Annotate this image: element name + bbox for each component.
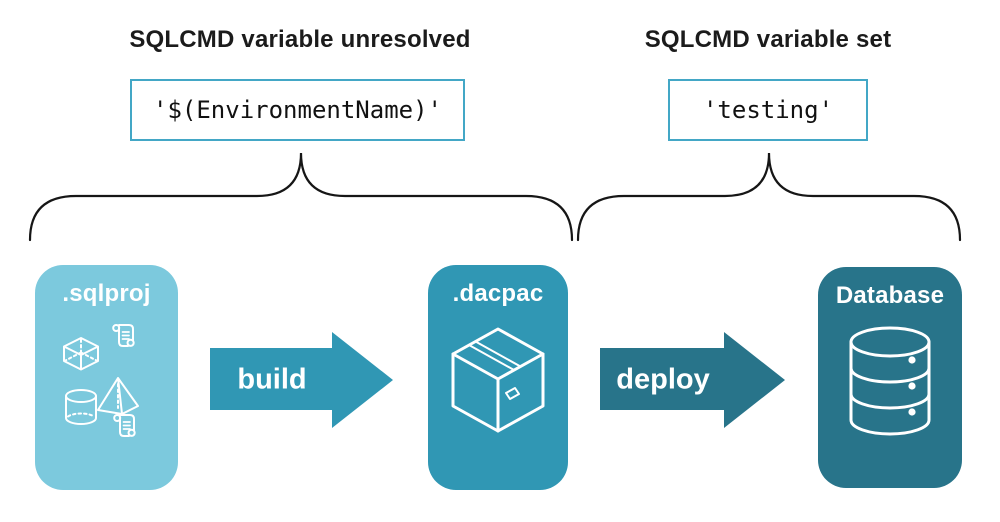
scroll-icon: [113, 414, 136, 437]
cube-icon: [63, 337, 99, 371]
stage-sqlproj: .sqlproj: [35, 265, 178, 490]
deploy-arrow: deploy: [600, 332, 785, 428]
code-box-unresolved: '$(EnvironmentName)': [130, 79, 465, 141]
pyramid-icon: [97, 377, 139, 415]
deploy-arrow-shape: [600, 332, 785, 428]
code-value-set: 'testing': [702, 96, 834, 124]
build-arrow-shape: [210, 332, 393, 428]
scroll-icon: [112, 324, 135, 347]
cylinder-icon: [65, 389, 97, 425]
build-arrow-label: build: [237, 363, 307, 396]
heading-sqlcmd-set: SQLCMD variable set: [644, 26, 892, 53]
right-brace: [576, 152, 962, 242]
stage-database: Database: [818, 267, 962, 488]
stage-dacpac-label: .dacpac: [452, 280, 544, 307]
build-arrow: build: [210, 332, 393, 428]
deploy-arrow-label: deploy: [616, 363, 710, 396]
stage-dacpac: .dacpac: [428, 265, 568, 490]
code-value-unresolved: '$(EnvironmentName)': [153, 96, 442, 124]
stage-sqlproj-label: .sqlproj: [62, 280, 151, 307]
database-cylinder-icon: [849, 326, 931, 436]
sql-objects-icon: [63, 324, 139, 437]
package-box-icon: [451, 327, 545, 433]
left-brace: [28, 152, 574, 242]
stage-database-label: Database: [835, 282, 945, 309]
heading-sqlcmd-unresolved: SQLCMD variable unresolved: [129, 26, 471, 53]
code-box-set: 'testing': [668, 79, 868, 141]
